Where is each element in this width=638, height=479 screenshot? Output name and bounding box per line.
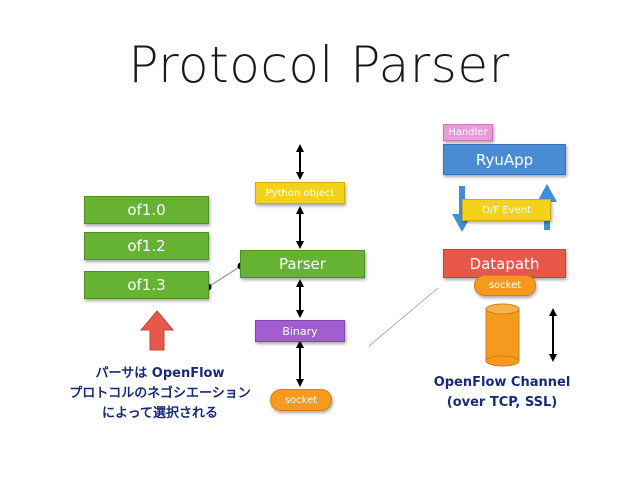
page-title: Protocol Parser xyxy=(128,36,510,94)
red-up-arrow xyxy=(139,310,175,351)
handler-label: Handler xyxy=(443,124,493,141)
right-caption-line-1: OpenFlow Channel xyxy=(433,375,571,390)
connector-diagonal xyxy=(368,287,439,347)
version-of10: of1.0 xyxy=(84,196,209,224)
binary-box: Binary xyxy=(255,320,345,342)
version-of12: of1.2 xyxy=(84,232,209,260)
left-caption: パーサは OpenFlow プロトコルのネゴシエーション によって選択される xyxy=(50,364,270,424)
parser-box: Parser xyxy=(240,250,365,278)
socket-left: socket xyxy=(270,389,332,411)
right-caption-line-2: (over TCP, SSL) xyxy=(446,395,558,410)
version-of13: of1.3 xyxy=(84,271,209,299)
of-event-box: O/F Event xyxy=(462,199,551,221)
python-object-box: Python object xyxy=(255,182,345,204)
right-caption: OpenFlow Channel (over TCP, SSL) xyxy=(412,373,592,413)
left-caption-line-2: プロトコルのネゴシエーション xyxy=(69,386,251,401)
left-caption-line-3: によって選択される xyxy=(102,406,218,421)
connector-of13-parser xyxy=(207,265,242,288)
ryuapp-box: RyuApp xyxy=(443,144,566,175)
left-caption-line-1: パーサは OpenFlow xyxy=(95,366,225,381)
datapath-box: Datapath xyxy=(443,249,566,278)
channel-cylinder xyxy=(485,303,520,367)
socket-right: socket xyxy=(474,275,536,296)
